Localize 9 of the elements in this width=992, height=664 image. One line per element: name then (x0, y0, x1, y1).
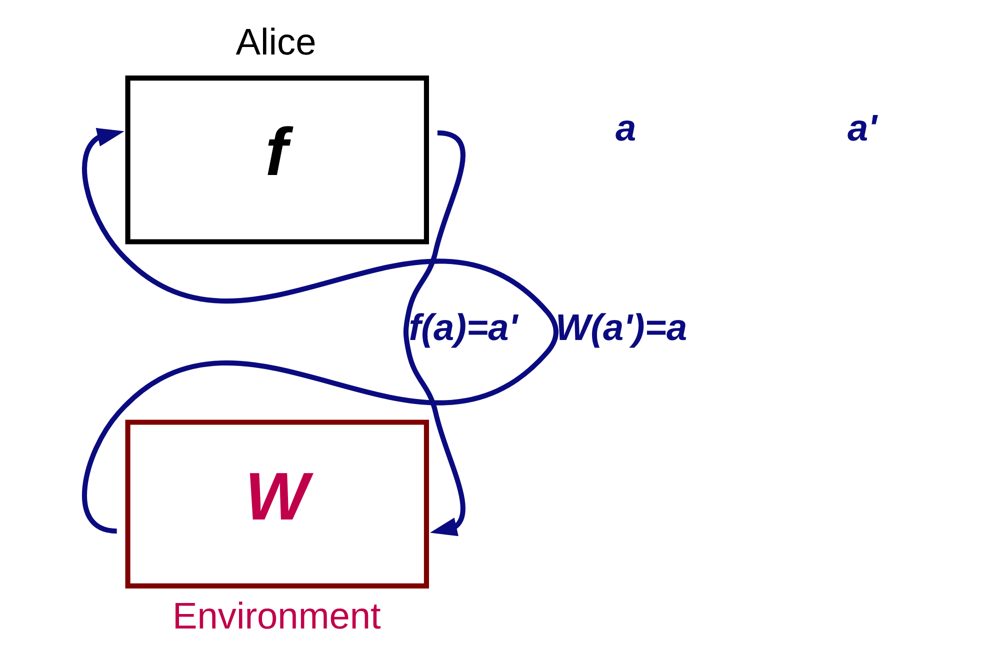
node-box: f (125, 76, 429, 244)
edge-label: W(a')=a (556, 306, 688, 348)
label: a (615, 106, 636, 149)
edge-label: f(a)=a' (408, 306, 518, 348)
arrow (82, 128, 558, 534)
label: a' (848, 106, 877, 149)
node-label: Environment (172, 594, 381, 636)
node-box: W (125, 420, 429, 588)
node-label: Alice (236, 20, 316, 63)
